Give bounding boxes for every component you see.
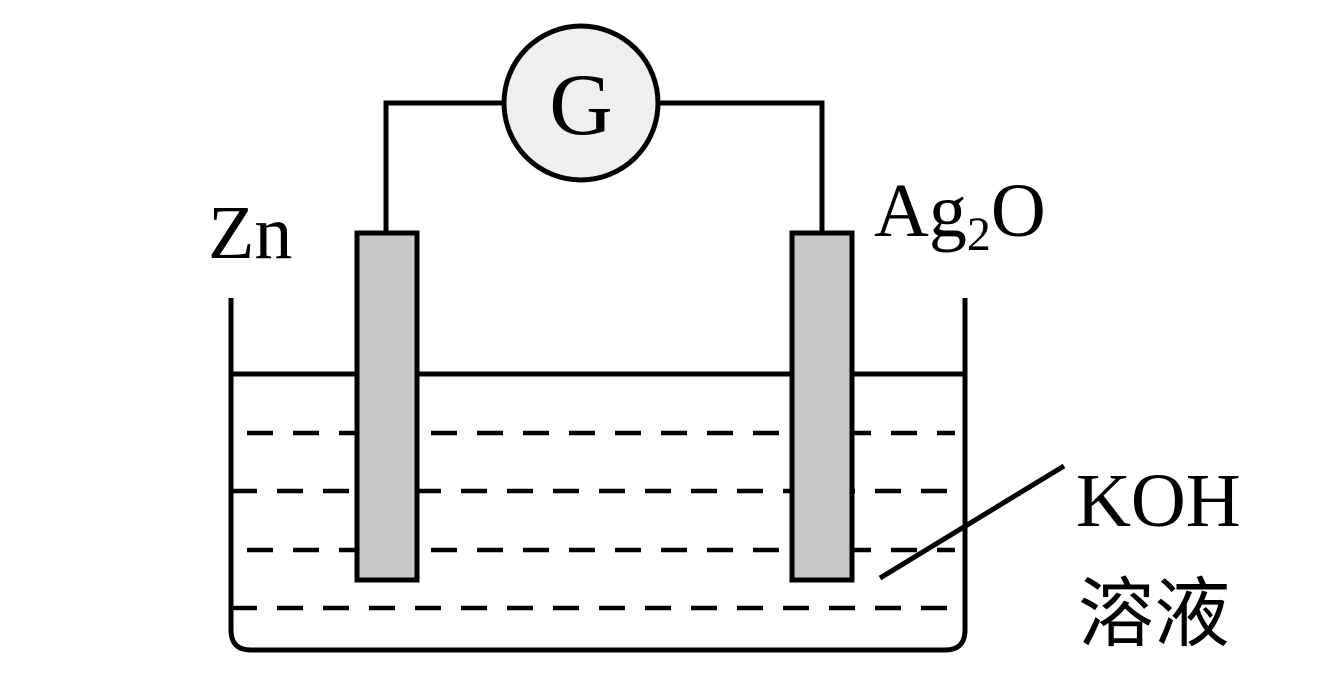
zn-label: Zn [208, 191, 292, 275]
galvanometer-circle [501, 23, 661, 183]
galvanometer: G [501, 23, 661, 183]
electrolyte-label-line2: 溶液 [1078, 569, 1230, 658]
ag2o-electrode [789, 230, 855, 583]
beaker [228, 298, 968, 653]
electrolyte-leader-line [878, 463, 1066, 581]
solution-dash-lines [231, 430, 965, 611]
galvanometer-symbol: G [549, 57, 613, 154]
electrolyte-label-line1: KOH [1076, 459, 1241, 543]
right-wire [659, 100, 825, 233]
ag2o-label-main: Ag [874, 169, 967, 253]
ag2o-label-end: O [991, 169, 1046, 253]
ag2o-label: Ag2O [874, 169, 1046, 261]
ag2o-label-subscript: 2 [967, 208, 991, 261]
left-wire [383, 100, 503, 233]
zn-electrode [354, 230, 420, 583]
